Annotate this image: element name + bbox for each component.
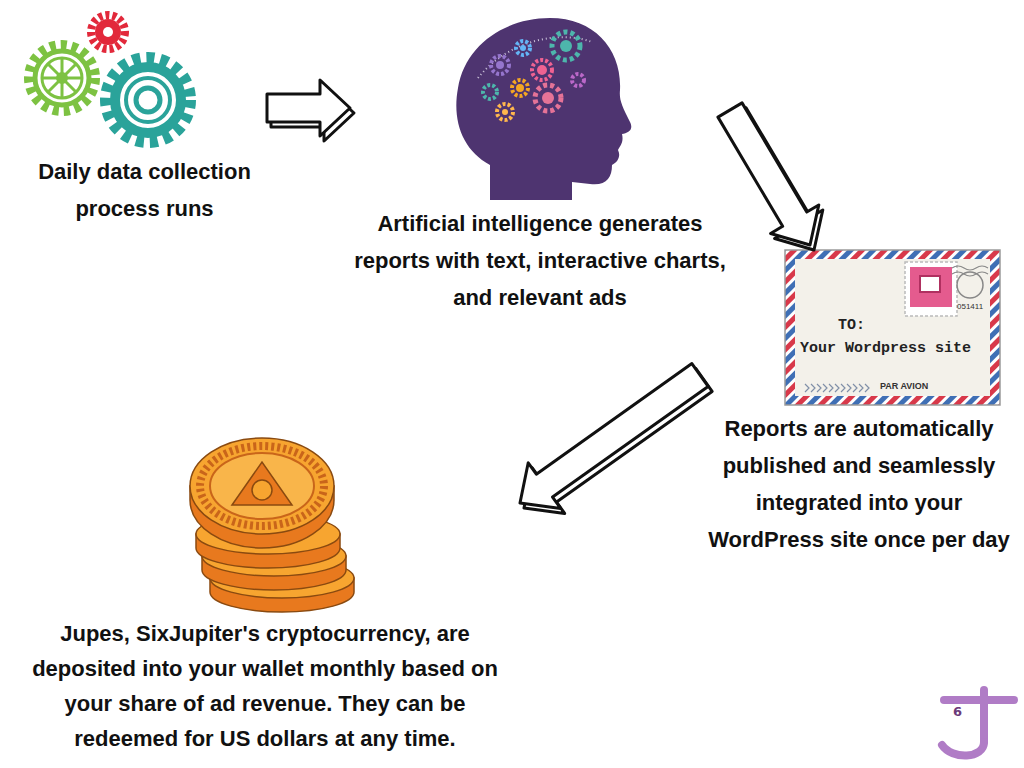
airmail-chevrons: [805, 384, 869, 392]
mini-gear: [497, 104, 513, 120]
gear-teeth: [106, 58, 190, 142]
coin-emblem-dot: [252, 480, 272, 500]
postmark-waves: [952, 266, 988, 276]
arrow-body: [267, 80, 350, 136]
block-arrow: [718, 103, 823, 250]
gear-hub: [136, 88, 160, 112]
gear-chain: [478, 37, 592, 78]
mini-gear: [516, 41, 530, 55]
mini-gears: [483, 32, 584, 120]
mini-gear-hub: [502, 109, 508, 115]
step-node: Daily data collection process runs: [22, 8, 267, 231]
envelope-border: [785, 250, 1000, 405]
coin-stack-icon: [190, 438, 354, 612]
logo-mark: [942, 690, 1014, 756]
gear-teeth: [91, 15, 125, 49]
mini-gear-hub: [516, 84, 524, 92]
block-arrow: [520, 364, 712, 514]
stamp-figure: [920, 276, 940, 292]
step-caption: Daily data collection process runs: [26, 153, 263, 227]
envelope-label: TO:: [838, 318, 865, 335]
envelope-label: 051411: [957, 303, 983, 312]
gear-body: [95, 19, 121, 45]
coin-emblem: [232, 462, 292, 505]
red-gear: [91, 15, 125, 49]
step-node: Reports are automatically published and …: [700, 245, 1018, 562]
envelope-label: 6: [953, 705, 962, 719]
arrow-body: [718, 103, 819, 245]
mini-gear: [535, 85, 561, 111]
stamp-edge: [905, 262, 957, 316]
gear-ring: [42, 58, 82, 98]
mini-gear-hub: [560, 40, 572, 52]
mini-gear: [572, 74, 584, 86]
gear-hub: [56, 72, 68, 84]
green-gear: [29, 45, 95, 111]
mini-gear: [512, 80, 528, 96]
mini-gear: [491, 56, 509, 74]
logo-stem: [980, 690, 988, 742]
head-silhouette: [456, 18, 631, 200]
envelope-face: [795, 259, 990, 396]
mini-gear-hub: [520, 45, 526, 51]
gear-spokes: [42, 58, 82, 98]
step-caption: Reports are automatically published and …: [704, 410, 1014, 558]
logo-hook: [942, 742, 984, 756]
head-icon: [456, 18, 631, 200]
mini-gear-hub: [542, 92, 554, 104]
coin-inner: [210, 453, 314, 519]
logo-bar: [944, 696, 1014, 704]
envelope-label: PAR AVION: [880, 382, 928, 392]
gear-hub: [103, 27, 113, 37]
mini-gear: [532, 60, 552, 80]
step-node: Jupes, SixJupiter's cryptocurrency, are …: [10, 438, 520, 760]
mini-gear: [552, 32, 580, 60]
teal-gear: [106, 58, 190, 142]
arrow-body: [520, 364, 708, 509]
stamp-body: [910, 267, 952, 307]
mini-gear-hub: [537, 65, 547, 75]
gear-ring: [35, 51, 89, 105]
gear-ring: [126, 78, 170, 122]
mini-gear-hub: [496, 61, 504, 69]
coin-face: [190, 438, 334, 534]
step-node: Artificial intelligence generates report…: [350, 10, 730, 320]
envelope-label: Your Wordpress site: [800, 341, 971, 358]
gears-icon: [29, 15, 190, 142]
step-caption: Artificial intelligence generates report…: [354, 205, 726, 316]
gear-ring: [115, 67, 181, 133]
step-caption: Jupes, SixJupiter's cryptocurrency, are …: [14, 616, 516, 756]
block-arrow: [267, 80, 354, 141]
envelope-icon: [785, 250, 1000, 405]
gear-teeth: [29, 45, 95, 111]
mini-gear: [483, 85, 497, 99]
coin-zigzag: [200, 446, 324, 526]
